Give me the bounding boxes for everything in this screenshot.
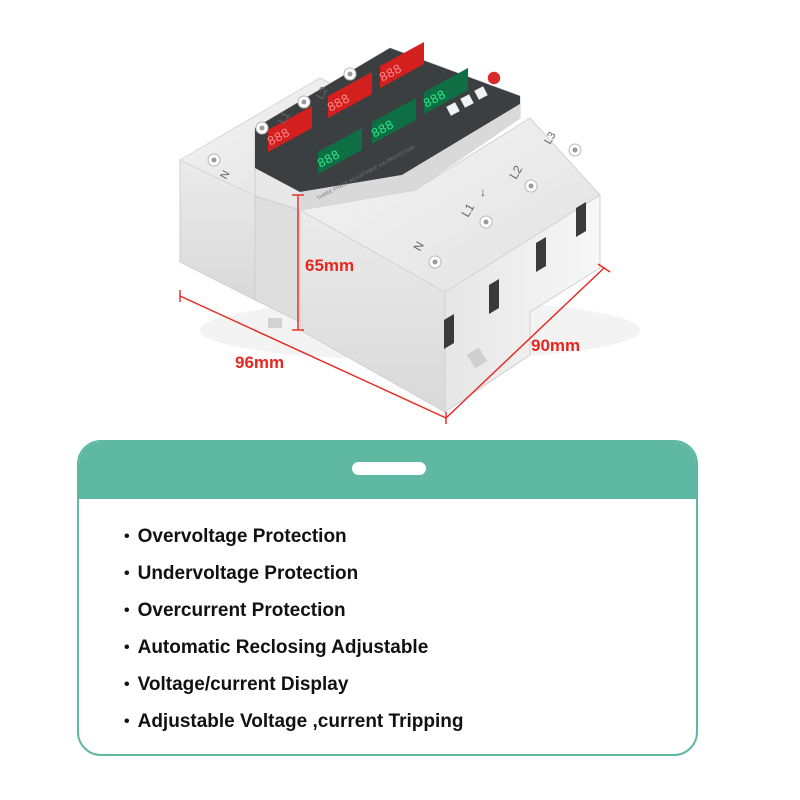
svg-text:L1: L1 <box>458 201 477 220</box>
svg-text:L2: L2 <box>314 85 331 102</box>
current-display-l1: 888 <box>315 128 362 174</box>
bullet-icon: • <box>124 527 130 545</box>
feature-label: Overcurrent Protection <box>137 599 346 621</box>
svg-text:L3: L3 <box>542 130 559 147</box>
feature-item: • Adjustable Voltage ,current Tripping <box>124 703 463 740</box>
set-button[interactable] <box>446 102 460 116</box>
protector-device-drawing: 888 888 888 888 888 888 THREE PHASE AD <box>178 42 640 424</box>
feature-item: • Overcurrent Protection <box>124 592 463 629</box>
card-header <box>79 442 696 499</box>
bottom-terminal-labels: N L1 L2 <box>410 163 525 254</box>
feature-label: Overvoltage Protection <box>137 525 347 547</box>
depth-dimension-label: 90mm <box>531 336 581 355</box>
feature-item: • Undervoltage Protection <box>124 555 463 592</box>
feature-label: Automatic Reclosing Adjustable <box>137 636 429 658</box>
din-clip-right <box>466 347 488 369</box>
feature-label: Adjustable Voltage ,current Tripping <box>137 710 464 732</box>
bottom-terminal-screws <box>428 143 582 269</box>
svg-text:L2: L2 <box>506 163 525 182</box>
width-dimension-label: 96mm <box>235 353 285 372</box>
feature-card: • Overvoltage Protection • Undervoltage Pr… <box>77 440 698 756</box>
bullet-icon: • <box>124 564 130 582</box>
feature-list: • Overvoltage Protection • Undervoltage Pr… <box>124 518 463 740</box>
bullet-icon: • <box>124 601 130 619</box>
svg-text:L1: L1 <box>276 110 293 127</box>
bullet-icon: • <box>124 675 130 693</box>
arrow-down-icon: ↓ <box>480 185 486 199</box>
up-button[interactable] <box>460 94 474 108</box>
feature-item: • Overvoltage Protection <box>124 518 463 555</box>
wire-openings <box>444 202 586 349</box>
feature-label: Voltage/current Display <box>137 673 349 695</box>
bullet-icon: • <box>124 712 130 730</box>
display-panel-lip <box>300 104 520 210</box>
height-dimension-label: 65mm <box>305 256 355 275</box>
bullet-icon: • <box>124 638 130 656</box>
front-mid-face <box>254 195 301 323</box>
down-button[interactable] <box>474 86 488 100</box>
power-button[interactable] <box>486 70 502 86</box>
top-terminal-labels: N L1 L2 L3 <box>218 85 559 182</box>
feature-label: Undervoltage Protection <box>137 562 359 584</box>
feature-item: • Automatic Reclosing Adjustable <box>124 629 463 666</box>
feature-item: • Voltage/current Display <box>124 666 463 703</box>
dimension-lines <box>179 194 611 424</box>
din-clip-left <box>268 318 282 328</box>
product-illustration: 888 888 888 888 888 888 THREE PHASE AD <box>178 42 640 424</box>
top-terminal-screws <box>207 67 357 167</box>
card-slot <box>352 462 426 475</box>
